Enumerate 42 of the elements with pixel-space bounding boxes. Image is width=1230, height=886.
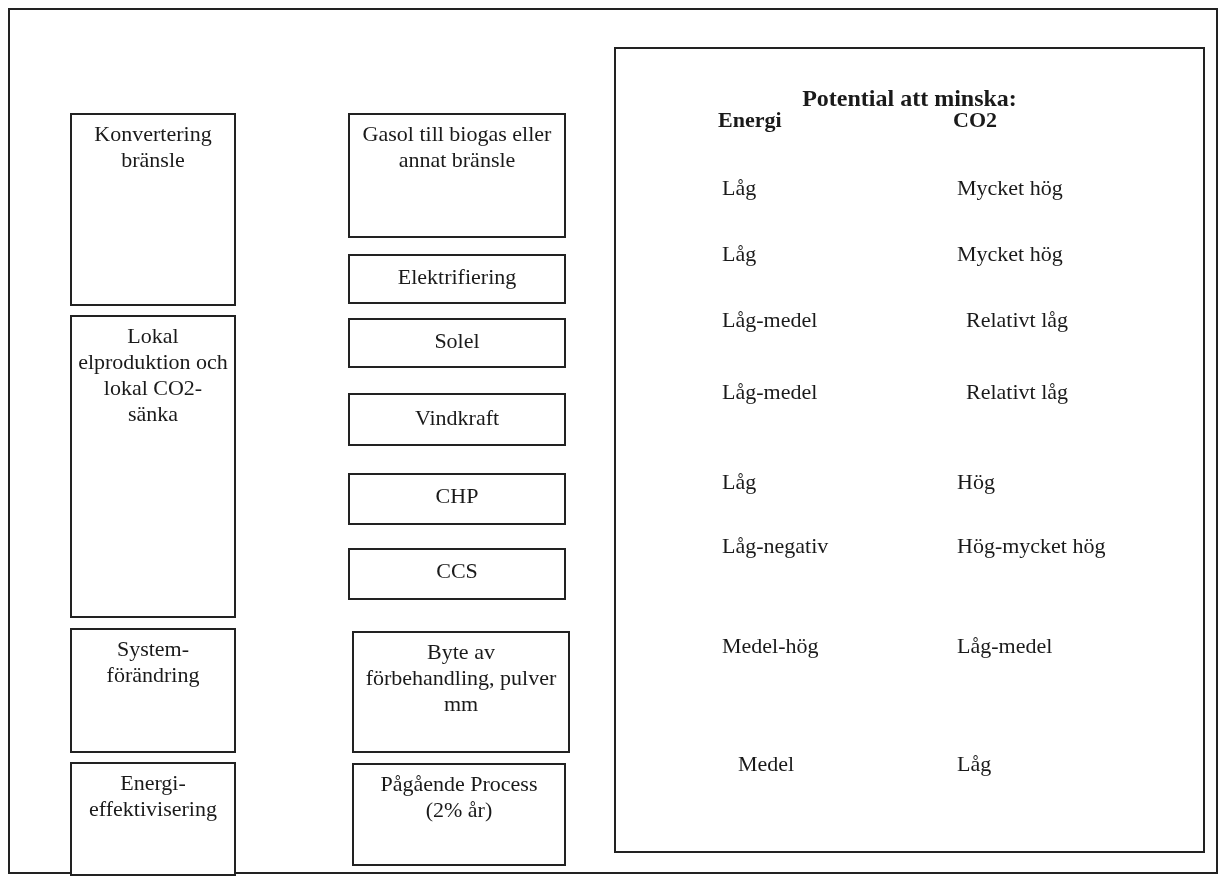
category-box: [352, 763, 566, 866]
box-label: Pågående Process (2% år): [379, 770, 539, 824]
rating-text: Mycket hög: [957, 175, 1063, 201]
category-box: [70, 113, 236, 306]
box-label: Energi- effektivisering: [88, 769, 218, 823]
category-box: [348, 254, 566, 304]
rating-text: Låg: [722, 469, 757, 495]
rating-text: Låg-medel: [722, 379, 818, 405]
box-label: CHP: [434, 482, 480, 510]
box-label: System- förändring: [105, 635, 201, 689]
category-box: [348, 473, 566, 525]
box-label: Elektrifiering: [396, 263, 518, 291]
box-label: Konvertering bränsle: [93, 120, 213, 174]
box-label: Byte av förbehandling, pulver mm: [364, 638, 558, 718]
rating-text: Mycket hög: [957, 241, 1063, 267]
category-box: [70, 315, 236, 618]
rating-text: Hög-mycket hög: [957, 533, 1106, 559]
rating-text: Låg-medel: [957, 633, 1053, 659]
rating-text: Låg: [722, 241, 757, 267]
box-label: CCS: [435, 557, 479, 585]
category-box: [348, 318, 566, 368]
category-box: [348, 548, 566, 600]
rating-text: Medel-hög: [722, 633, 819, 659]
rating-text: Relativt låg: [966, 379, 1069, 405]
rating-text: Låg-medel: [722, 307, 818, 333]
rating-text: Låg: [722, 175, 757, 201]
rating-text: Medel: [738, 751, 795, 777]
box-label: Gasol till biogas eller annat bränsle: [361, 120, 553, 174]
box-label: Lokal elproduktion och lokal CO2- sänka: [77, 322, 229, 428]
box-label: Vindkraft: [413, 404, 501, 432]
rating-text: Låg-negativ: [722, 533, 829, 559]
rating-text: Relativt låg: [966, 307, 1069, 333]
column-header: Energi: [718, 107, 782, 133]
category-box: [348, 113, 566, 238]
category-box: [352, 631, 570, 753]
category-box: [348, 393, 566, 446]
rating-text: Låg: [957, 751, 992, 777]
table-panel: [614, 47, 1205, 853]
category-box: [70, 628, 236, 753]
category-box: [70, 762, 236, 876]
box-label: Solel: [433, 327, 481, 355]
rating-text: Hög: [957, 469, 995, 495]
